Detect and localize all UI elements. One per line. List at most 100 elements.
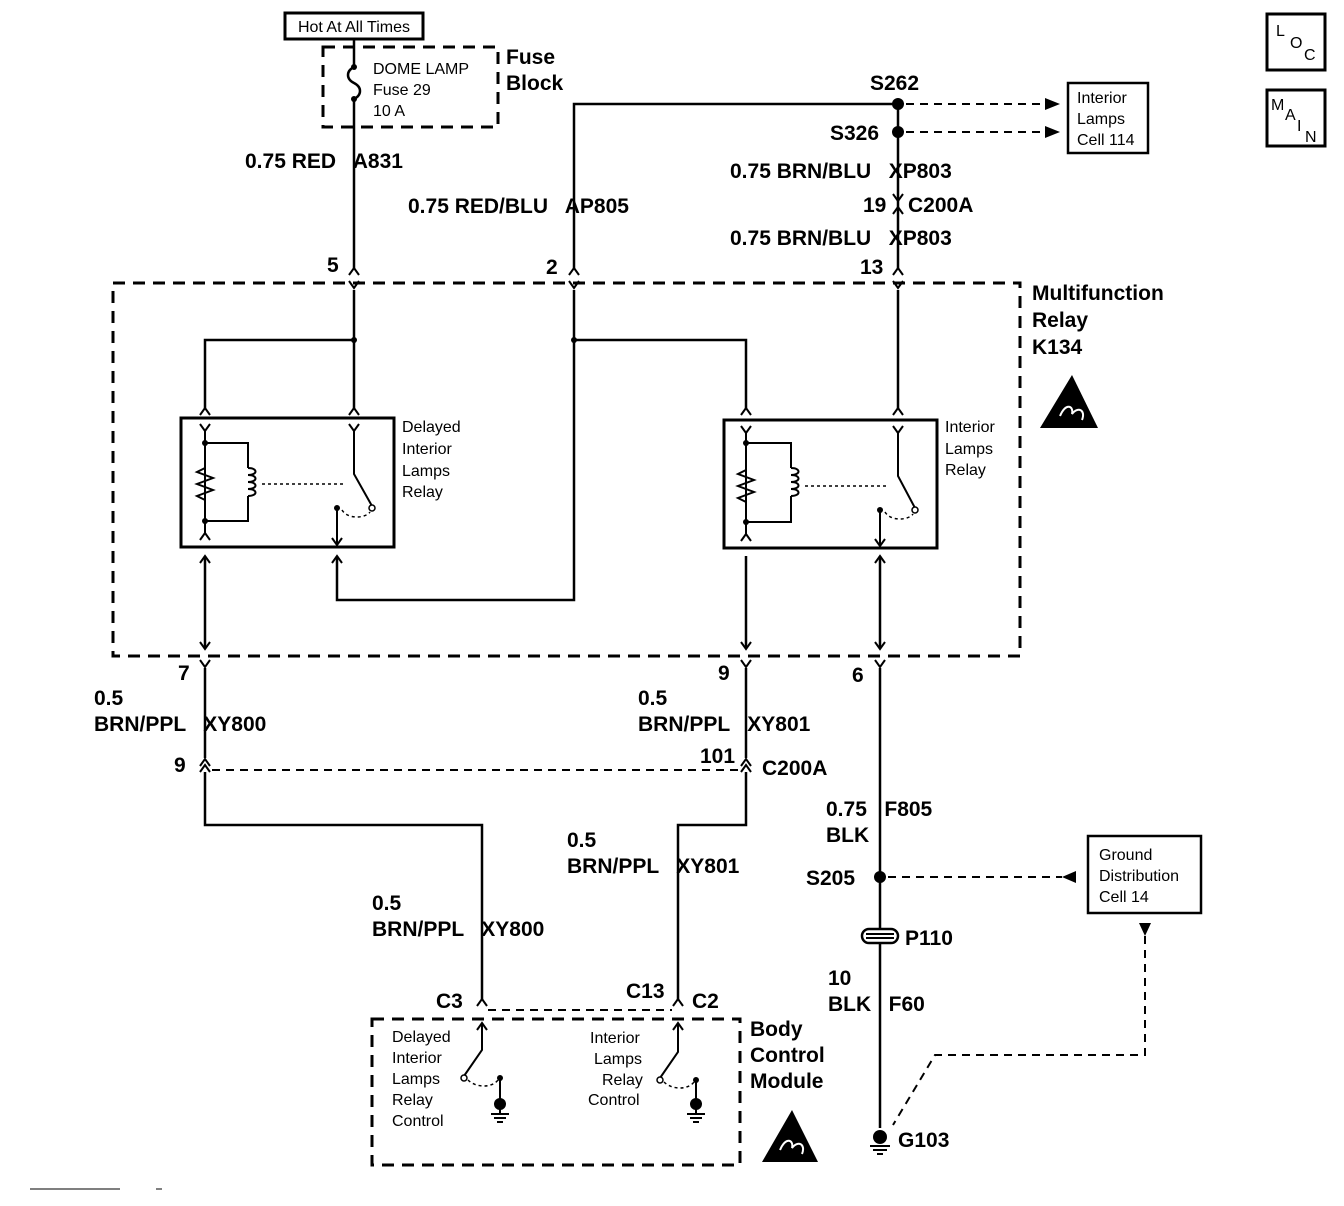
wire-f60-label-1: 10 (828, 967, 851, 990)
loc-l: L (1276, 23, 1285, 40)
pin-9: 9 (718, 662, 730, 685)
relay-module-title-1: Multifunction (1032, 282, 1164, 305)
wire-xy801-low-gauge: 0.5 (567, 829, 597, 852)
interior-lamps-ref-3: Cell 114 (1077, 132, 1135, 149)
g103-label: G103 (898, 1129, 949, 1152)
wire-xy800-gauge: 0.5 (94, 687, 124, 710)
wire-xy800-label: BRN/PPL XY800 (94, 713, 266, 736)
pin-5: 5 (327, 254, 339, 277)
c200a-top-pin: 19 (863, 194, 886, 217)
main-a: A (1285, 107, 1296, 124)
p110-label: P110 (905, 927, 953, 950)
hot-at-all-times-box: Hot At All Times (283, 11, 425, 41)
fuse-name: DOME LAMP (373, 61, 469, 78)
ground-icon (686, 1107, 706, 1123)
bcm-delayed-1: Delayed (392, 1029, 451, 1046)
fuse-icon (346, 65, 362, 101)
c200a-bottom-label: C200A (762, 757, 827, 780)
bcm-delayed-4: Relay (392, 1092, 433, 1109)
resistor-icon (194, 467, 216, 501)
resistor-icon (735, 469, 757, 503)
interior-lamps-relay: Interior Lamps Relay (722, 418, 995, 564)
wire-xy801-label: BRN/PPL XY801 (638, 713, 811, 736)
wire-xy800-low-gauge: 0.5 (372, 892, 402, 915)
ground-distribution-reference[interactable]: Ground Distribution Cell 14 (1086, 834, 1203, 915)
bcm-title-2: Control (750, 1044, 825, 1067)
loc-c: C (1304, 47, 1316, 64)
wire-ap805-label: 0.75 RED/BLU AP805 (408, 195, 629, 218)
bcm-interior-3: Relay (602, 1072, 643, 1089)
fuse-block: DOME LAMP Fuse 29 10 A Fuse Block (321, 39, 564, 129)
ground-ref-3: Cell 14 (1099, 889, 1149, 906)
relay-coil-icon (790, 467, 800, 497)
delayed-relay-label-4: Relay (402, 484, 443, 501)
ground-icon (490, 1107, 510, 1123)
main-n: N (1305, 129, 1317, 146)
connector-p110: P110 (860, 927, 953, 950)
bcm-delayed-3: Lamps (392, 1071, 440, 1088)
relay-coil-icon (247, 467, 257, 497)
delayed-relay-label-2: Interior (402, 441, 452, 458)
bcm-title-3: Module (750, 1070, 824, 1093)
delayed-relay-label-3: Lamps (402, 463, 450, 480)
pin-13: 13 (860, 256, 883, 279)
bcm-c2-label: C2 (692, 990, 719, 1013)
wire-xp803-label-top: 0.75 BRN/BLU XP803 (730, 160, 952, 183)
ground-ref-1: Ground (1099, 847, 1152, 864)
c200a-top-label: C200A (908, 194, 973, 217)
delayed-control-switch-icon (463, 1024, 483, 1077)
fuse-block-title-2: Block (506, 72, 564, 95)
interior-lamps-ref-1: Interior (1077, 90, 1127, 107)
relay-module-title-2: Relay (1032, 309, 1088, 332)
bcm-title-1: Body (750, 1018, 803, 1041)
delayed-relay-label-1: Delayed (402, 419, 461, 436)
wire-xy801-low-label: BRN/PPL XY801 (567, 855, 740, 878)
wire-f805-label-1: 0.75 F805 (826, 798, 933, 821)
wire-xp803-label-bottom: 0.75 BRN/BLU XP803 (730, 227, 952, 250)
main-m: M (1271, 97, 1284, 114)
main-i: I (1297, 118, 1301, 135)
delayed-interior-lamps-relay: Delayed Interior Lamps Relay (179, 416, 461, 564)
splice-s262-label: S262 (870, 72, 919, 95)
wire-ap805 (572, 102, 898, 268)
hot-label: Hot At All Times (298, 19, 410, 36)
bcm-delayed-2: Interior (392, 1050, 442, 1067)
bcm-interior-2: Lamps (594, 1051, 642, 1068)
splice-s326-label: S326 (830, 122, 879, 145)
c200a-bottom-pin101: 101 (700, 745, 735, 768)
interior-relay-label-2: Lamps (945, 441, 993, 458)
esd-sensitive-icon (762, 1110, 818, 1162)
interior-relay-label-3: Relay (945, 462, 986, 479)
bcm-c13-label: C13 (626, 980, 665, 1003)
pin-2: 2 (546, 256, 558, 279)
relay-switch-icon (353, 430, 373, 507)
relay-switch-icon (897, 432, 916, 509)
loc-button[interactable]: L O C (1265, 12, 1327, 72)
wire-xy800-low-label: BRN/PPL XY800 (372, 918, 544, 941)
main-button[interactable]: M A I N (1265, 88, 1327, 148)
interior-lamps-reference[interactable]: Interior Lamps Cell 114 (1066, 81, 1150, 155)
splice-s205-label: S205 (806, 867, 855, 890)
interior-control-switch-icon (659, 1024, 679, 1079)
interior-relay-label-1: Interior (945, 419, 995, 436)
esd-sensitive-icon (1040, 375, 1098, 428)
fuse-number: Fuse 29 (373, 82, 431, 99)
c200a-bottom-pin9: 9 (174, 754, 186, 777)
multifunction-relay-k134: Multifunction Relay K134 (111, 281, 1164, 658)
wire-xy801-lower (676, 772, 748, 1000)
interior-lamps-ref-2: Lamps (1077, 111, 1125, 128)
bcm-delayed-5: Control (392, 1113, 444, 1130)
connector-c200a-bottom: 9 101 C200A (174, 745, 827, 780)
wire-f805-label-2: BLK (826, 824, 869, 847)
relay-module-title-3: K134 (1032, 336, 1083, 359)
pin-7: 7 (178, 662, 190, 685)
bcm-interior-1: Interior (590, 1030, 640, 1047)
splice-s205 (874, 871, 886, 883)
wire-f60-label-2: BLK F60 (828, 993, 925, 1016)
fuse-block-title-1: Fuse (506, 46, 555, 69)
ground-g103: G103 (870, 1129, 949, 1155)
bcm-c3-label: C3 (436, 990, 463, 1013)
wire-a831-label: 0.75 RED A831 (245, 150, 403, 173)
bcm-interior-4: Control (588, 1092, 640, 1109)
wire-xy801-gauge: 0.5 (638, 687, 668, 710)
